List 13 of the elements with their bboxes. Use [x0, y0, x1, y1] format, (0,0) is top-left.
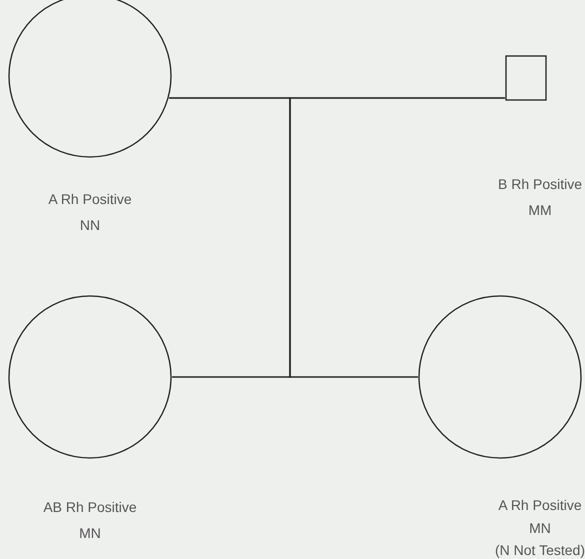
phenotype-label: AB Rh Positive: [43, 499, 137, 515]
phenotype-label: A Rh Positive: [48, 191, 132, 207]
pedigree-line: [289, 97, 505, 378]
phenotype-label: A Rh Positive: [498, 497, 582, 513]
phenotype-label: NN: [80, 217, 100, 233]
phenotype-label: MN: [79, 525, 101, 541]
phenotype-label: B Rh Positive: [498, 176, 582, 192]
phenotype-label: MM: [528, 202, 552, 218]
female-circle: [418, 295, 582, 459]
phenotype-label: (N Not Tested): [495, 542, 585, 558]
male-square: [505, 55, 547, 101]
female-circle: [8, 295, 172, 459]
phenotype-label: MN: [529, 520, 551, 536]
